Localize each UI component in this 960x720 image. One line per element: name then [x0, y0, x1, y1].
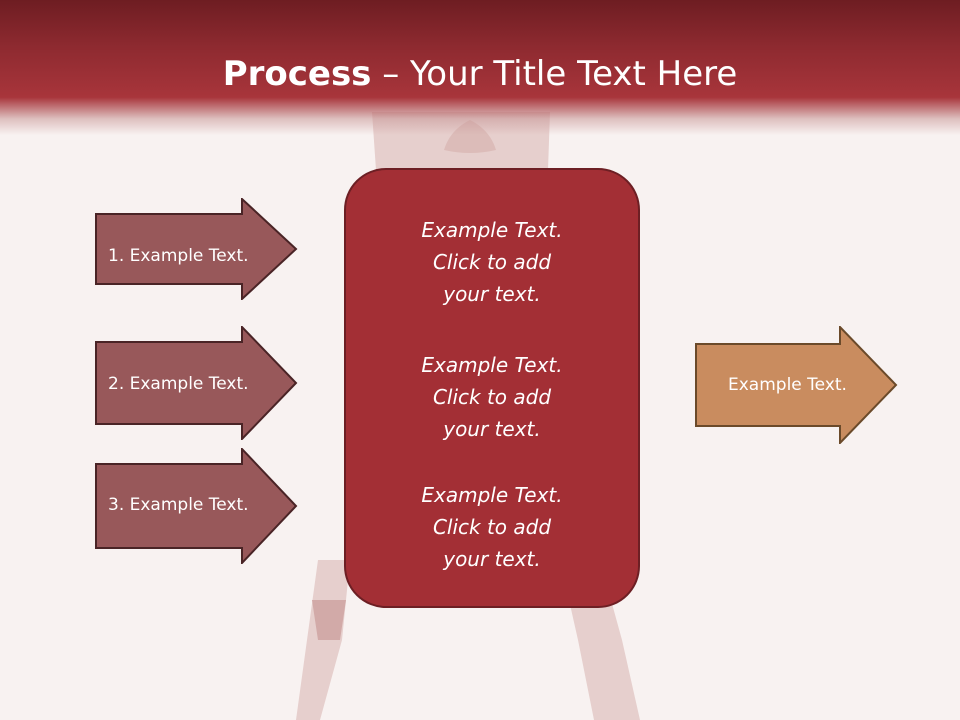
right-arrow-label: Example Text. [728, 375, 847, 395]
left-arrow-2[interactable] [94, 326, 300, 440]
center-block-2-line-1: Example Text. [421, 353, 563, 377]
center-text-block-3: Example Text. Click to add your text. [346, 479, 638, 575]
center-block-3-line-3: your text. [443, 547, 541, 571]
center-text-block-2: Example Text. Click to add your text. [346, 349, 638, 445]
center-block-1-line-1: Example Text. [421, 218, 563, 242]
left-arrow-2-label: 2. Example Text. [108, 374, 249, 394]
title-banner [0, 0, 960, 135]
center-block-2-line-3: your text. [443, 417, 541, 441]
right-arrow[interactable] [694, 326, 900, 444]
title-bold: Process [222, 54, 372, 94]
center-block-3-line-2: Click to add [432, 515, 552, 539]
center-block-1-line-3: your text. [443, 282, 541, 306]
left-arrow-1-label: 1. Example Text. [108, 246, 249, 266]
center-block-1-line-2: Click to add [432, 250, 552, 274]
left-arrow-3[interactable] [94, 448, 300, 564]
center-block-3-line-1: Example Text. [421, 483, 563, 507]
center-text-box[interactable]: Example Text. Click to add your text. Ex… [344, 168, 640, 608]
title-rest: – Your Title Text Here [371, 54, 738, 94]
center-block-2-line-2: Click to add [432, 385, 552, 409]
left-arrow-3-label: 3. Example Text. [108, 495, 249, 515]
center-text-block-1: Example Text. Click to add your text. [346, 214, 638, 310]
left-arrow-1[interactable] [94, 198, 300, 300]
slide-title: Process – Your Title Text Here [0, 52, 960, 96]
